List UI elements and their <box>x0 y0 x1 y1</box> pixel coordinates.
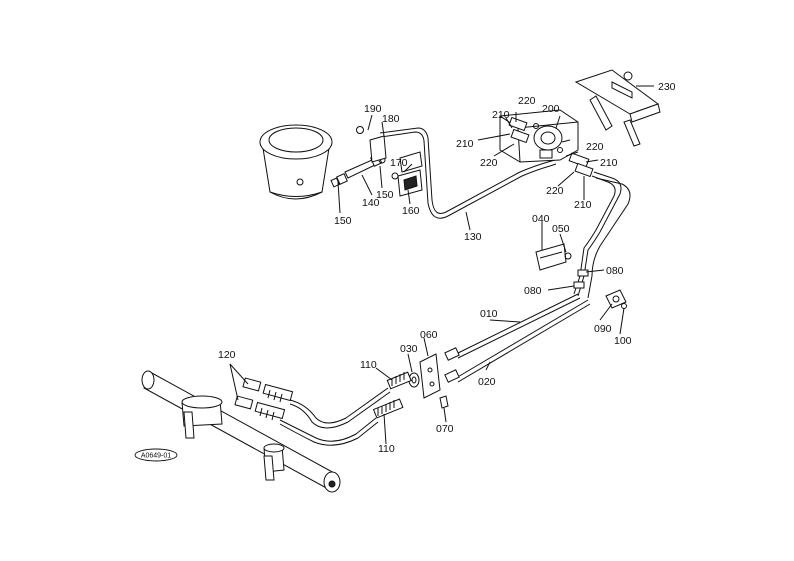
label-140: 140 <box>362 197 380 209</box>
cylinder-pipes <box>279 387 391 446</box>
bracket-170 <box>391 151 423 180</box>
washer-030 <box>408 372 420 388</box>
label-230: 230 <box>658 81 676 93</box>
label-210-c: 210 <box>600 157 618 169</box>
leader-lines <box>229 85 654 445</box>
label-150-a: 150 <box>334 215 352 227</box>
label-020: 020 <box>478 376 496 388</box>
label-130: 130 <box>464 231 482 243</box>
hose-140 <box>330 154 386 188</box>
label-170: 170 <box>390 157 408 169</box>
hose-110-lower <box>372 398 404 419</box>
label-150-b: 150 <box>376 189 394 201</box>
bracket-180 <box>356 126 387 163</box>
label-220-b: 220 <box>480 157 498 169</box>
label-080-a: 080 <box>606 265 624 277</box>
pipe-130 <box>379 127 557 219</box>
label-210-a: 210 <box>492 109 510 121</box>
label-220-a: 220 <box>518 95 536 107</box>
reference-code: A0649-01 <box>141 453 171 460</box>
label-060: 060 <box>420 329 438 341</box>
reference-code-badge: A0649-01 <box>134 448 178 462</box>
clamp-080 <box>573 269 627 309</box>
hydraulic-cylinder <box>141 370 341 493</box>
mount-bracket-230 <box>574 69 661 147</box>
pipe-020 <box>455 299 591 383</box>
label-120: 120 <box>218 349 236 361</box>
reservoir-tank <box>259 124 333 200</box>
cylinder-fittings-120 <box>234 377 294 421</box>
label-050: 050 <box>552 223 570 235</box>
hose-110-upper <box>386 371 412 390</box>
label-220-d: 220 <box>546 185 564 197</box>
pipe-fittings-060 <box>444 347 460 383</box>
bracket-040 <box>535 243 572 271</box>
label-210-b: 210 <box>456 138 474 150</box>
label-190: 190 <box>364 103 382 115</box>
label-110-b: 110 <box>378 443 395 455</box>
label-040: 040 <box>532 213 550 225</box>
label-220-c: 220 <box>586 141 604 153</box>
label-180: 180 <box>382 113 400 125</box>
bracket-160 <box>397 169 423 197</box>
plate-060 <box>419 353 449 409</box>
pipe-010 <box>455 293 581 359</box>
label-030: 030 <box>400 343 418 355</box>
label-200: 200 <box>542 103 560 115</box>
label-070: 070 <box>436 423 454 435</box>
callout-labels: 010 020 030 040 050 060 070 080 080 090 … <box>218 81 676 455</box>
label-080-b: 080 <box>524 285 542 297</box>
fittings-210-220 <box>508 116 594 178</box>
label-090: 090 <box>594 323 612 335</box>
label-210-d: 210 <box>574 199 592 211</box>
pipe-valve-down <box>573 171 631 299</box>
label-010: 010 <box>480 308 498 320</box>
label-100: 100 <box>614 335 632 347</box>
label-110-a: 110 <box>360 359 377 371</box>
label-160: 160 <box>402 205 420 217</box>
